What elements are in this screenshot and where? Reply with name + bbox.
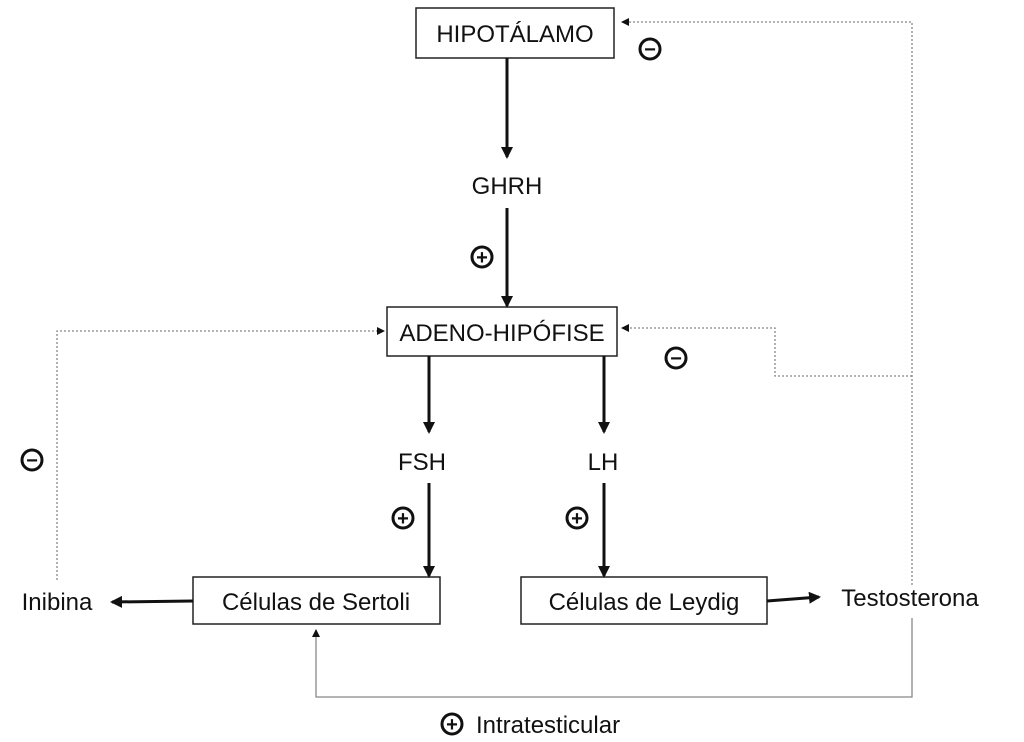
intratesticular-line — [312, 618, 913, 698]
intratesticular-label: Intratesticular — [476, 712, 620, 739]
minus-icon: − — [644, 39, 656, 61]
stimulatory-arrows — [110, 58, 821, 608]
plus-icon: + — [571, 508, 583, 530]
sertoli-label: Células de Sertoli — [222, 589, 410, 616]
arrow-leydig-testosterone — [766, 591, 821, 604]
minus-icon: − — [670, 348, 682, 370]
plus-sign-lh: + — [565, 506, 589, 530]
ghrh-label: GHRH — [472, 173, 543, 200]
adenohypophysis-label: ADENO-HIPÓFISE — [399, 320, 604, 347]
arrow-sertoli-inhibin — [110, 595, 194, 608]
fsh-label: FSH — [398, 449, 446, 476]
minus-icon: − — [26, 450, 38, 472]
minus-sign-hypothalamus: − — [638, 37, 662, 61]
leydig-node: Células de Leydig — [520, 576, 768, 625]
minus-sign-adenohypophysis: − — [664, 346, 688, 370]
feedback-inhibin-adenohypophysis — [56, 327, 385, 580]
hypothalamus-node: HIPOTÁLAMO — [415, 7, 615, 59]
feedback-lines — [56, 18, 913, 585]
lh-label: LH — [588, 449, 619, 476]
sertoli-node: Células de Sertoli — [192, 576, 441, 625]
leydig-label: Células de Leydig — [549, 589, 740, 616]
minus-sign-inhibin: − — [20, 448, 44, 472]
intratesticular-caption: + Intratesticular — [440, 712, 620, 739]
plus-icon: + — [476, 247, 488, 269]
plus-sign-ghrh: + — [470, 245, 494, 269]
adenohypophysis-node: ADENO-HIPÓFISE — [386, 306, 618, 357]
feedback-testosterone-hypothalamus — [621, 18, 913, 585]
hypothalamus-label: HIPOTÁLAMO — [436, 21, 593, 48]
plus-icon: + — [397, 508, 409, 530]
plus-icon: + — [446, 714, 458, 736]
feedback-testosterone-adenohypophysis — [621, 324, 912, 377]
plus-sign-fsh: + — [391, 506, 415, 530]
testosterone-label: Testosterona — [841, 585, 979, 612]
inhibin-label: Inibina — [22, 589, 93, 616]
